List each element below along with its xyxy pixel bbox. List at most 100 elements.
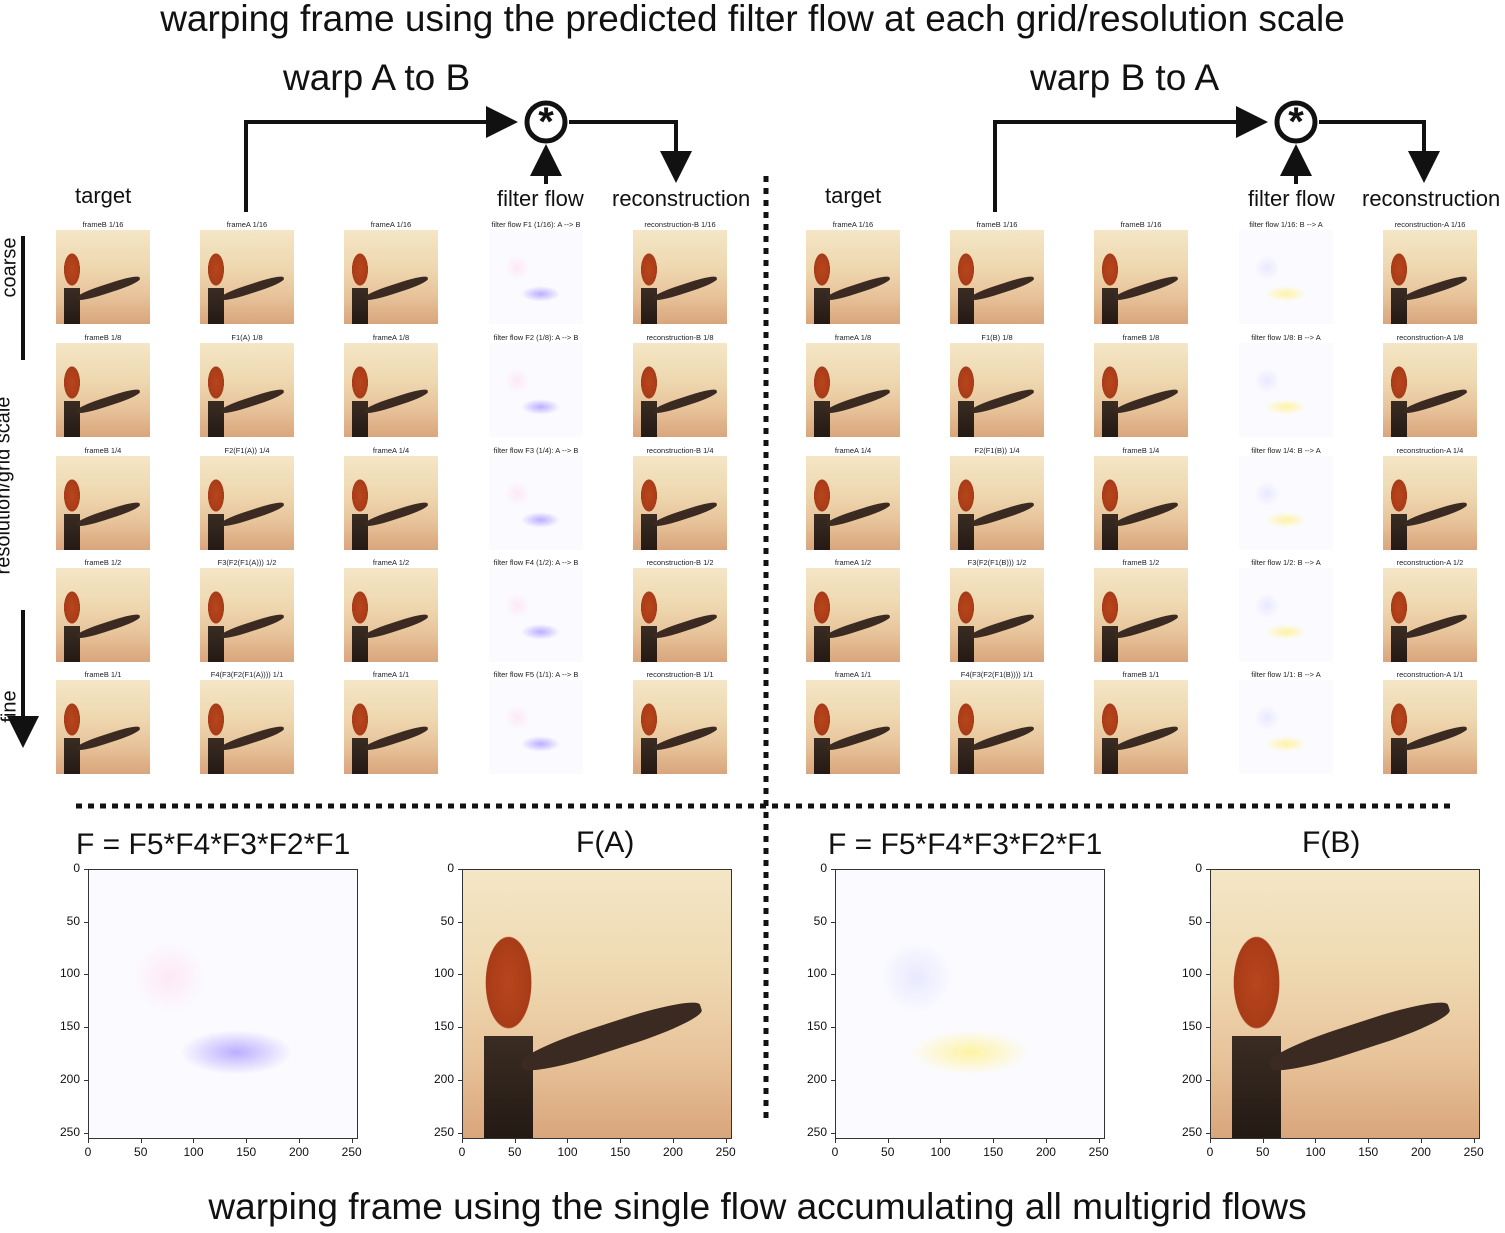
y-tick-mark bbox=[84, 921, 88, 923]
x-tick-mark bbox=[193, 1139, 195, 1143]
x-tick-mark bbox=[1262, 1139, 1264, 1143]
left-tile-caption: frameB 1/1 bbox=[84, 670, 122, 679]
x-tick-mark bbox=[351, 1139, 353, 1143]
right-frame-image bbox=[806, 456, 900, 550]
left-frame-image bbox=[200, 343, 294, 437]
x-tick-label: 150 bbox=[1358, 1145, 1379, 1159]
left-frame-image bbox=[56, 680, 150, 774]
y-tick-label: 100 bbox=[1181, 966, 1202, 981]
left-tile-caption: filter flow F1 (1/16): A --> B bbox=[491, 220, 581, 229]
right-frame-image bbox=[1383, 456, 1477, 550]
bottom-title: warping frame using the single flow accu… bbox=[208, 1186, 1307, 1227]
left-frame-image bbox=[200, 680, 294, 774]
y-tick-label: 200 bbox=[1181, 1071, 1202, 1086]
x-tick-label: 250 bbox=[1463, 1145, 1484, 1159]
right-frame-image bbox=[1383, 680, 1477, 774]
heading-warp-b-to-a: warp B to A bbox=[1030, 57, 1220, 98]
y-tick-mark bbox=[84, 974, 88, 976]
left-tile-caption: filter flow F2 (1/8): A --> B bbox=[493, 333, 579, 342]
right-filter-flow-image bbox=[1239, 230, 1333, 324]
right-tile-caption: filter flow 1/4: B --> A bbox=[1251, 446, 1321, 455]
x-tick-label: 100 bbox=[930, 1145, 951, 1159]
right-frame-image bbox=[806, 568, 900, 662]
x-tick-mark bbox=[140, 1139, 142, 1143]
right-tile-caption: F2(F1(B)) 1/4 bbox=[974, 446, 1020, 455]
right-tile-caption: frameB 1/2 bbox=[1122, 558, 1160, 567]
x-tick-label: 150 bbox=[236, 1145, 257, 1159]
x-tick-mark bbox=[298, 1139, 300, 1143]
left-tile-caption: F1(A) 1/8 bbox=[231, 333, 263, 342]
right-arrow-group bbox=[993, 100, 1440, 212]
right-frame-image bbox=[1094, 230, 1188, 324]
left-tile-caption: filter flow F4 (1/2): A --> B bbox=[493, 558, 579, 567]
right-tile-caption: frameB 1/8 bbox=[1122, 333, 1160, 342]
right-frame-image bbox=[1383, 568, 1477, 662]
right-tile-caption: frameB 1/4 bbox=[1122, 446, 1160, 455]
right-frame-image bbox=[1383, 343, 1477, 437]
y-tick-label: 100 bbox=[59, 966, 80, 981]
right-frame-image bbox=[950, 680, 1044, 774]
x-tick-label: 250 bbox=[341, 1145, 362, 1159]
left-filter-flow-image bbox=[489, 230, 583, 324]
plot-result-right bbox=[1210, 869, 1480, 1139]
col-recon-right: reconstruction bbox=[1362, 186, 1501, 211]
right-frame-image bbox=[950, 456, 1044, 550]
x-tick-mark bbox=[567, 1139, 569, 1143]
right-filter-flow-image bbox=[1239, 456, 1333, 550]
formula-right: F = F5*F4*F3*F2*F1 bbox=[828, 828, 1103, 861]
left-frame-image bbox=[56, 456, 150, 550]
y-tick-label: 50 bbox=[440, 913, 454, 928]
left-frame-image bbox=[56, 230, 150, 324]
left-frame-image bbox=[344, 456, 438, 550]
y-tick-mark bbox=[831, 1132, 835, 1134]
x-tick-label: 100 bbox=[183, 1145, 204, 1159]
heading-warp-a-to-b: warp A to B bbox=[283, 57, 471, 98]
y-tick-mark bbox=[1206, 1027, 1210, 1029]
x-tick-mark bbox=[1045, 1139, 1047, 1143]
left-tile-caption: frameA 1/8 bbox=[372, 333, 410, 342]
right-tile-caption: F1(B) 1/8 bbox=[981, 333, 1013, 342]
right-tile-caption: reconstruction-A 1/16 bbox=[1394, 220, 1466, 229]
left-filter-flow-image bbox=[489, 343, 583, 437]
x-tick-mark bbox=[462, 1139, 463, 1143]
left-tile-caption: frameB 1/16 bbox=[82, 220, 124, 229]
y-tick-label: 150 bbox=[433, 1019, 454, 1034]
right-tile-caption: filter flow 1/1: B --> A bbox=[1251, 670, 1321, 679]
right-frame-image bbox=[806, 343, 900, 437]
right-frame-image bbox=[806, 680, 900, 774]
right-frame-image bbox=[950, 568, 1044, 662]
right-tile-caption: reconstruction-A 1/8 bbox=[1396, 333, 1464, 342]
x-tick-label: 200 bbox=[1410, 1145, 1431, 1159]
y-tick-label: 50 bbox=[813, 913, 827, 928]
left-frame-image bbox=[200, 230, 294, 324]
x-tick-mark bbox=[514, 1139, 516, 1143]
y-tick-mark bbox=[1206, 974, 1210, 976]
left-tile-caption: reconstruction-B 1/16 bbox=[644, 220, 716, 229]
side-label-scale: resolution/grid scale bbox=[0, 396, 15, 575]
left-frame-image bbox=[633, 343, 727, 437]
left-arrow-group bbox=[244, 100, 692, 212]
y-tick-mark bbox=[458, 1027, 462, 1029]
left-tile-caption: frameB 1/4 bbox=[84, 446, 122, 455]
y-tick-mark bbox=[458, 1132, 462, 1134]
left-tile-caption: frameA 1/16 bbox=[370, 220, 412, 229]
left-tile-caption: F2(F1(A)) 1/4 bbox=[224, 446, 270, 455]
right-tile-caption: filter flow 1/8: B --> A bbox=[1251, 333, 1321, 342]
x-tick-label: 150 bbox=[610, 1145, 631, 1159]
right-frame-image bbox=[1094, 456, 1188, 550]
x-tick-mark bbox=[993, 1139, 995, 1143]
y-tick-label: 0 bbox=[820, 861, 827, 875]
formula-left: F = F5*F4*F3*F2*F1 bbox=[76, 828, 351, 861]
x-tick-label: 50 bbox=[1256, 1145, 1270, 1159]
right-filter-flow-image bbox=[1239, 680, 1333, 774]
left-filter-flow-image bbox=[489, 568, 583, 662]
left-frame-image bbox=[344, 680, 438, 774]
right-tile-caption: F4(F3(F2(F1(B)))) 1/1 bbox=[960, 670, 1034, 679]
x-tick-label: 50 bbox=[134, 1145, 148, 1159]
y-tick-mark bbox=[1206, 869, 1210, 870]
right-tile-caption: frameA 1/16 bbox=[832, 220, 874, 229]
col-target-left: target bbox=[75, 183, 132, 208]
x-tick-mark bbox=[887, 1139, 889, 1143]
x-tick-label: 200 bbox=[1035, 1145, 1056, 1159]
left-tile-caption: frameB 1/2 bbox=[84, 558, 122, 567]
